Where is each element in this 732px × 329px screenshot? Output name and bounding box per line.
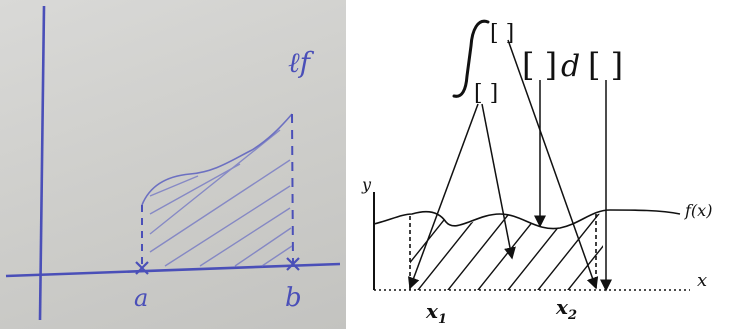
sketch-curve [141, 113, 293, 206]
x1-label-subscript: 1 [438, 312, 447, 327]
sketch-right-boundary [291, 113, 294, 265]
curve-label: f(x) [684, 201, 712, 220]
sketch-function-label: ℓf [288, 46, 315, 79]
annotation-arrows [408, 39, 612, 292]
function-curve [373, 209, 681, 230]
x2-label-subscript: 2 [567, 308, 577, 323]
x1-label: x1 [425, 299, 447, 327]
sketch-drawing: ℓf a b [5, 5, 341, 321]
sketch-y-axis [38, 5, 46, 321]
sketch-a-label: a [134, 284, 148, 312]
variable-placeholder: [ ] [588, 46, 623, 84]
x-axis-label: x [697, 270, 707, 291]
sketch-photo: ℓf a b [0, 0, 346, 329]
integral-diagram-drawing: [ ] [ ] [ ] d [ ] y x f(x) [361, 19, 712, 327]
integral-lower-placeholder: [ ] [474, 81, 498, 106]
sketch-hatching [149, 129, 293, 267]
integrand-placeholder: [ ] [522, 46, 557, 84]
x2-label-main: x [555, 295, 569, 319]
arrow-lower-to-x1 [408, 103, 479, 290]
integral-diagram: [ ] [ ] [ ] d [ ] y x f(x) [346, 0, 732, 329]
y-axis-label: y [361, 175, 372, 194]
integral-upper-placeholder: [ ] [490, 21, 514, 46]
differential-d: d [561, 49, 580, 84]
arrow-lower-to-area [481, 103, 516, 260]
integral-sign [452, 19, 490, 98]
sketch-b-label: b [285, 283, 302, 313]
x1-label-main: x [425, 299, 439, 323]
arrow-upper-to-x2 [507, 39, 599, 290]
sketch-b-mark [286, 257, 300, 271]
x2-label: x2 [555, 295, 577, 323]
sketch-a-mark [135, 261, 149, 275]
